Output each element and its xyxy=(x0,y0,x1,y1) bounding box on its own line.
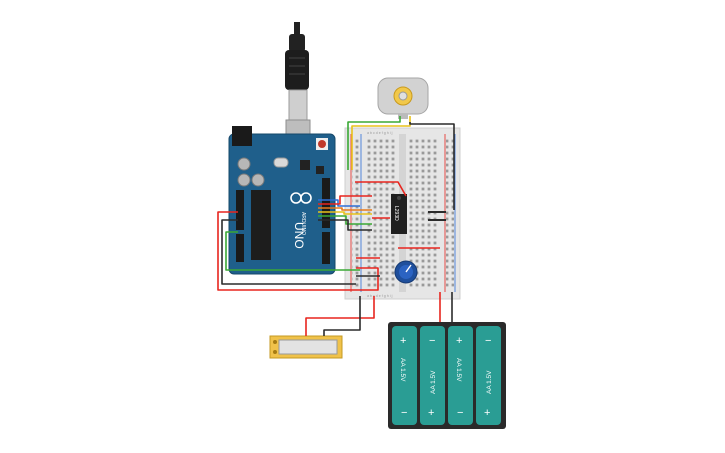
wire-red-arduino-5v xyxy=(217,211,379,291)
usb-plug-icon xyxy=(285,22,311,139)
battery-minus-sign: − xyxy=(401,407,407,419)
wire-red-top xyxy=(355,181,407,197)
wire-green-motor xyxy=(347,116,401,170)
slide-switch-icon[interactable] xyxy=(269,335,343,359)
arduino-brand-label: ARDUINO xyxy=(300,212,306,235)
battery-pack[interactable]: + AA 1.5V − − AA 1.5V + + AA 1.5V − − AA… xyxy=(388,322,506,429)
arduino-uno-board[interactable]: ARDUINO UNO xyxy=(228,126,336,275)
wire-red-switch xyxy=(305,296,375,336)
battery-cell: + AA 1.5V − xyxy=(392,326,417,425)
wire-black-ctrl xyxy=(318,219,372,231)
battery-cell: − AA 1.5V + xyxy=(476,326,501,425)
battery-plus-sign: + xyxy=(428,407,434,419)
wire-yellow-ctrl xyxy=(318,211,372,215)
wire-orange xyxy=(318,207,372,211)
breadboard-letters-top: a b c d e f g h i j xyxy=(367,131,393,135)
battery-cell: + AA 1.5V − xyxy=(448,326,473,425)
battery-cell-label: AA 1.5V xyxy=(455,358,462,382)
wire-black-arduino-gnd xyxy=(221,219,356,285)
wire-green-arduino xyxy=(225,231,360,271)
wire-blue xyxy=(318,199,360,207)
arduino-logo-icon xyxy=(290,192,312,204)
battery-plus-sign: + xyxy=(456,335,462,347)
battery-plus-sign: + xyxy=(484,407,490,419)
motor-driver-label: L293D xyxy=(393,206,399,221)
battery-cell: − AA 1.5V + xyxy=(420,326,445,425)
wire-black-switch xyxy=(323,296,361,336)
wire-red-ctrl xyxy=(318,195,372,205)
battery-minus-sign: − xyxy=(485,335,491,347)
potentiometer-icon[interactable] xyxy=(394,260,418,284)
battery-cell-label: AA 1.5V xyxy=(430,370,437,394)
arduino-model-label: UNO xyxy=(292,222,306,249)
battery-minus-sign: − xyxy=(457,407,463,419)
dc-motor-icon[interactable] xyxy=(377,77,429,119)
wires xyxy=(217,116,455,336)
battery-cell-label: AA 1.5V xyxy=(486,370,493,394)
breadboard-letters-bottom: a b c d e f g h i j xyxy=(367,294,393,298)
wire-yellow-motor xyxy=(351,116,411,170)
battery-minus-sign: − xyxy=(429,335,435,347)
battery-plus-sign: + xyxy=(400,335,406,347)
battery-cell-label: AA 1.5V xyxy=(399,358,406,382)
wire-black-motor xyxy=(409,122,455,210)
motor-driver-chip[interactable]: L293D xyxy=(391,194,407,234)
